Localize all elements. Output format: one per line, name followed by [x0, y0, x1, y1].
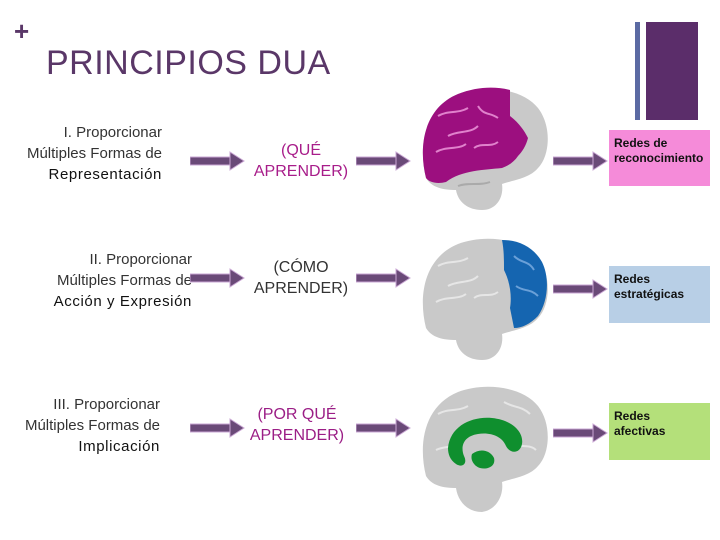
arrow-icon	[553, 423, 608, 443]
arrow-icon	[356, 268, 411, 288]
principle-line3: Implicación	[78, 438, 160, 455]
network-line1: Redes	[614, 409, 651, 423]
decorative-bar-wide	[646, 22, 698, 120]
arrow-icon	[356, 418, 411, 438]
arrow-icon	[553, 279, 608, 299]
principle-action-expression: II. Proporcionar Múltiples Formas de Acc…	[14, 249, 192, 312]
principle-engagement: III. Proporcionar Múltiples Formas de Im…	[14, 394, 160, 457]
network-line2: reconocimiento	[614, 151, 704, 165]
principle-line3: Representación	[48, 166, 162, 183]
slide-title: PRINCIPIOS DUA	[46, 44, 331, 82]
principle-line1: III. Proporcionar	[53, 396, 160, 413]
network-line1: Redes	[614, 272, 651, 286]
question-line2: APRENDER)	[249, 427, 345, 444]
question-what: (QUÉ APRENDER)	[238, 140, 364, 182]
network-strategic-box: Redes estratégicas	[609, 266, 710, 323]
principle-line3: Acción y Expresión	[53, 293, 192, 310]
principle-line2: Múltiples Formas de	[26, 145, 162, 162]
network-line2: afectivas	[614, 424, 666, 438]
principle-line1: I. Proporcionar	[63, 124, 162, 141]
decorative-bar-thin	[635, 22, 640, 120]
brain-back-region-icon	[422, 87, 548, 210]
question-why: (POR QUÉ APRENDER)	[234, 404, 360, 446]
principle-line2: Múltiples Formas de	[24, 417, 160, 434]
network-affective-box: Redes afectivas	[609, 403, 710, 460]
arrow-icon	[190, 268, 245, 288]
brain-limbic-region-icon	[422, 386, 548, 512]
brain-front-region-icon	[422, 238, 548, 360]
network-recognition-box: Redes de reconocimiento	[609, 130, 710, 186]
arrow-icon	[190, 151, 245, 171]
plus-symbol: +	[14, 16, 30, 46]
question-line2: APRENDER)	[253, 280, 349, 297]
principle-line2: Múltiples Formas de	[56, 272, 192, 289]
question-line1: (CÓMO	[273, 259, 329, 276]
network-line2: estratégicas	[614, 287, 685, 301]
question-line1: (QUÉ	[281, 142, 321, 159]
principle-line1: II. Proporcionar	[89, 251, 192, 268]
principle-representation: I. Proporcionar Múltiples Formas de Repr…	[14, 122, 162, 185]
question-how: (CÓMO APRENDER)	[238, 257, 364, 299]
arrow-icon	[190, 418, 245, 438]
question-line2: APRENDER)	[253, 163, 349, 180]
question-line1: (POR QUÉ	[257, 406, 337, 423]
arrow-icon	[553, 151, 608, 171]
network-line1: Redes de	[614, 136, 668, 150]
arrow-icon	[356, 151, 411, 171]
